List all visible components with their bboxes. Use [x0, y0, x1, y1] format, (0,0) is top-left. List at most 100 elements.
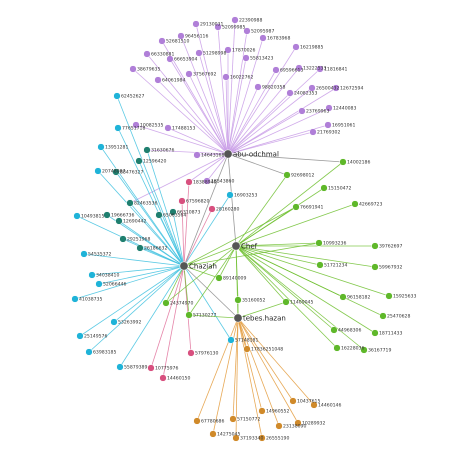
hub-node[interactable] [233, 313, 243, 323]
graph-node[interactable] [136, 244, 144, 252]
graph-node[interactable] [324, 121, 332, 129]
graph-node[interactable] [135, 157, 143, 165]
graph-node[interactable] [115, 217, 123, 225]
graph-node[interactable] [254, 83, 262, 91]
graph-node[interactable] [214, 23, 222, 31]
graph-node[interactable] [275, 422, 283, 430]
graph-node[interactable] [258, 434, 266, 442]
graph-node[interactable] [116, 363, 124, 371]
graph-node[interactable] [215, 274, 223, 282]
graph-node[interactable] [169, 208, 177, 216]
graph-node[interactable] [243, 345, 251, 353]
graph-node[interactable] [333, 344, 341, 352]
graph-node[interactable] [88, 271, 96, 279]
graph-node[interactable] [222, 73, 230, 81]
graph-node[interactable] [272, 66, 280, 74]
hub-node[interactable] [223, 149, 233, 159]
graph-node[interactable] [114, 124, 122, 132]
graph-node[interactable] [80, 250, 88, 258]
graph-node[interactable] [187, 349, 195, 357]
graph-node[interactable] [143, 50, 151, 58]
graph-node[interactable] [229, 415, 237, 423]
graph-node[interactable] [178, 197, 186, 205]
graph-node[interactable] [231, 16, 239, 24]
graph-node[interactable] [119, 235, 127, 243]
graph-node[interactable] [243, 27, 251, 35]
graph-node[interactable] [208, 205, 216, 213]
hub-node[interactable] [179, 261, 189, 271]
graph-node[interactable] [379, 312, 387, 320]
graph-node[interactable] [339, 293, 347, 301]
graph-node[interactable] [155, 211, 163, 219]
graph-node[interactable] [185, 70, 193, 78]
graph-node[interactable] [71, 295, 79, 303]
graph-node[interactable] [85, 348, 93, 356]
graph-node[interactable] [76, 332, 84, 340]
graph-node[interactable] [185, 178, 193, 186]
graph-node[interactable] [332, 84, 340, 92]
graph-node[interactable] [154, 76, 162, 84]
graph-node[interactable] [385, 292, 393, 300]
graph-node[interactable] [308, 84, 316, 92]
hub-node[interactable] [231, 241, 241, 251]
graph-node[interactable] [162, 299, 170, 307]
graph-node[interactable] [258, 407, 266, 415]
graph-node[interactable] [360, 346, 368, 354]
graph-node[interactable] [129, 65, 137, 73]
graph-node[interactable] [226, 191, 234, 199]
graph-node[interactable] [339, 158, 347, 166]
graph-node[interactable] [320, 184, 328, 192]
graph-node[interactable] [282, 298, 290, 306]
graph-node[interactable] [203, 177, 211, 185]
graph-node[interactable] [330, 326, 338, 334]
node-label: 41038735 [79, 297, 102, 303]
graph-node[interactable] [316, 261, 324, 269]
graph-node[interactable] [159, 374, 167, 382]
graph-node[interactable] [95, 280, 103, 288]
graph-node[interactable] [132, 121, 140, 129]
graph-node[interactable] [294, 419, 302, 427]
graph-node[interactable] [325, 104, 333, 112]
graph-node[interactable] [351, 200, 359, 208]
graph-node[interactable] [371, 329, 379, 337]
graph-node[interactable] [192, 20, 200, 28]
graph-node[interactable] [110, 318, 118, 326]
graph-node[interactable] [316, 65, 324, 73]
graph-node[interactable] [286, 89, 294, 97]
graph-node[interactable] [224, 46, 232, 54]
graph-node[interactable] [143, 146, 151, 154]
graph-node[interactable] [315, 239, 323, 247]
graph-node[interactable] [371, 263, 379, 271]
graph-node[interactable] [292, 43, 300, 51]
graph-node[interactable] [113, 92, 121, 100]
graph-node[interactable] [209, 430, 217, 438]
graph-node[interactable] [185, 311, 193, 319]
graph-node[interactable] [289, 397, 297, 405]
graph-node[interactable] [94, 167, 102, 175]
graph-node[interactable] [177, 32, 185, 40]
graph-node[interactable] [193, 151, 201, 159]
graph-node[interactable] [234, 296, 242, 304]
graph-node[interactable] [259, 34, 267, 42]
graph-node[interactable] [227, 336, 235, 344]
graph-node[interactable] [147, 364, 155, 372]
graph-node[interactable] [103, 211, 111, 219]
graph-node[interactable] [310, 401, 318, 409]
graph-node[interactable] [166, 55, 174, 63]
graph-node[interactable] [295, 64, 303, 72]
graph-node[interactable] [193, 417, 201, 425]
graph-node[interactable] [283, 171, 291, 179]
graph-node[interactable] [242, 54, 250, 62]
graph-node[interactable] [97, 143, 105, 151]
graph-node[interactable] [232, 434, 240, 442]
graph-node[interactable] [112, 168, 120, 176]
graph-node[interactable] [309, 128, 317, 136]
graph-node[interactable] [73, 212, 81, 220]
graph-node[interactable] [292, 203, 300, 211]
graph-node[interactable] [126, 199, 134, 207]
graph-node[interactable] [298, 107, 306, 115]
graph-node[interactable] [195, 49, 203, 57]
graph-node[interactable] [371, 242, 379, 250]
graph-node[interactable] [158, 37, 166, 45]
graph-node[interactable] [164, 124, 172, 132]
